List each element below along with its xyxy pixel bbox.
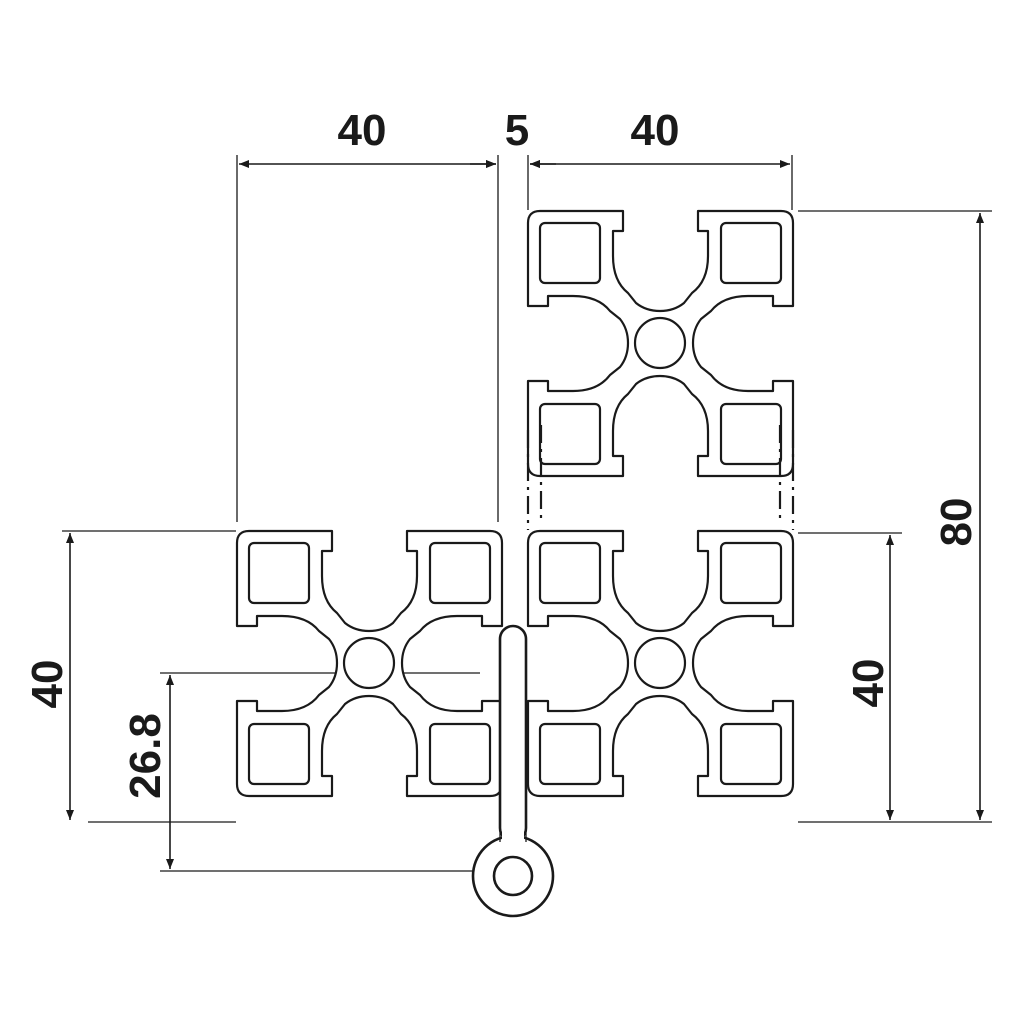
dim-left-height: 40 <box>23 660 72 709</box>
dim-gap: 5 <box>505 106 529 155</box>
t-bolt-connector <box>471 624 555 918</box>
dim-right-total-height: 80 <box>932 498 981 547</box>
profile-bottom-left <box>235 529 504 798</box>
dim-bolt-offset: 26.8 <box>121 713 170 799</box>
dim-top-left-width: 40 <box>338 106 387 155</box>
dimension-lines <box>66 160 984 869</box>
dim-top-right-width: 40 <box>631 106 680 155</box>
profile-top-right <box>526 209 795 530</box>
extension-lines <box>62 155 992 872</box>
profile-bottom-right <box>526 529 795 798</box>
dim-right-lower-height: 40 <box>844 659 893 708</box>
